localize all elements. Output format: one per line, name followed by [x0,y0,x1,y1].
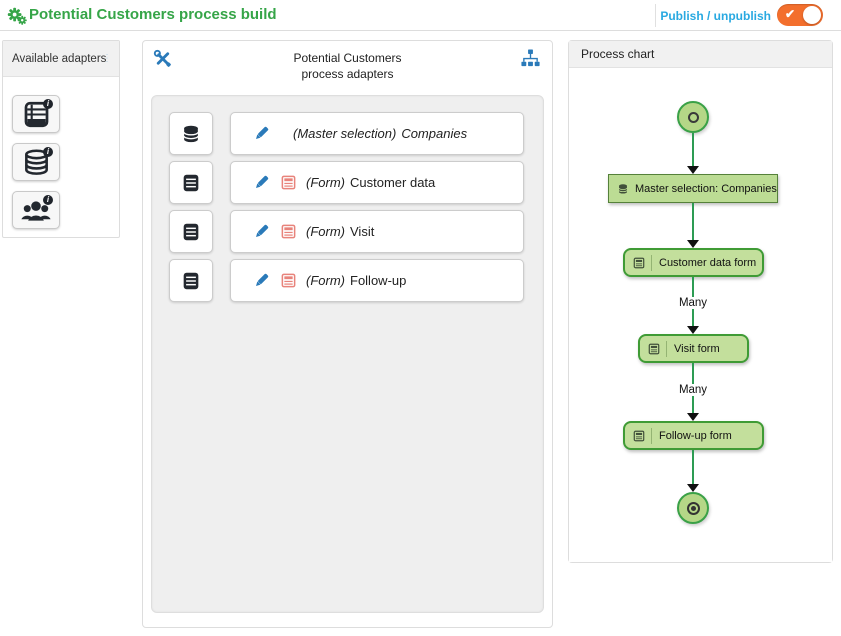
adapter-list-container: (Master selection) Companies [151,95,544,613]
arrowhead-icon [687,413,699,421]
database-icon [24,148,48,175]
end-ring-icon [686,501,700,515]
form-icon [280,174,297,191]
adapter-button-users[interactable]: i [12,191,60,229]
adapter-source-button-follow-up[interactable] [169,259,213,302]
process-chart-canvas: Master selection: Companies Customer dat… [569,68,832,562]
top-bar: Potential Customers process build Publis… [0,0,841,31]
process-adapters-title: Potential Customers process adapters [143,50,552,82]
arrowhead-icon [687,326,699,334]
check-icon: ✔ [785,7,796,21]
page-title: Potential Customers process build [29,6,277,23]
adapter-row-companies[interactable]: (Master selection) Companies [230,112,524,155]
divider [666,340,667,357]
adapter-name-label: Customer data [350,175,436,190]
tools-icon[interactable] [153,49,172,73]
info-badge-icon: i [43,147,53,157]
flow-node-master-selection[interactable]: Master selection: Companies [608,174,778,203]
start-ring-icon [687,111,699,123]
flow-node-label: Follow-up form [659,429,732,442]
adapter-name-label: Visit [350,224,375,239]
adapter-type-label: (Master selection) [293,126,397,141]
arrowhead-icon [687,484,699,492]
adapter-row-follow-up[interactable]: (Form) Follow-up [230,259,524,302]
flow-node-label: Master selection: Companies [635,182,777,195]
process-chart-title: Process chart [581,47,655,61]
edge-cardinality-label: Many [673,297,713,309]
flow-node-follow-up-form[interactable]: Follow-up form [623,421,764,450]
adapter-name-label: Follow-up [350,273,407,288]
flow-start-node[interactable] [677,101,709,133]
publish-unpublish-link[interactable]: Publish / unpublish [660,9,771,23]
divider [651,254,652,271]
table-icon [24,101,48,127]
flow-edge [692,203,694,246]
database-mini-icon [617,183,629,195]
cogs-icon [7,7,27,30]
toggle-knob[interactable] [803,6,821,24]
flow-node-label: Customer data form [659,256,757,269]
flow-end-node[interactable] [677,492,709,524]
edit-pencil-icon[interactable] [253,125,270,142]
adapter-source-button-companies[interactable] [169,112,213,155]
publish-toggle[interactable]: ✔ [777,4,823,26]
sitemap-icon[interactable] [521,49,540,72]
form-mini-icon [633,257,645,269]
available-adapters-header: Available adapters ⋮ [3,41,119,77]
adapter-source-button-customer-data[interactable] [169,161,213,204]
adapter-row-visit[interactable]: (Form) Visit [230,210,524,253]
flow-edge [692,133,694,172]
adapter-type-label: (Form) [306,224,345,239]
available-adapters-title: Available adapters [12,53,107,65]
form-icon [280,223,297,240]
form-icon [280,272,297,289]
flow-node-customer-data-form[interactable]: Customer data form [623,248,764,277]
process-adapters-title-line1: Potential Customers [293,51,402,65]
info-badge-icon: i [43,195,53,205]
process-chart-panel: Process chart Master selection: Companie… [568,40,833,563]
divider [651,427,652,444]
process-chart-header: Process chart [569,41,832,68]
adapter-button-table[interactable]: i [12,95,60,133]
adapter-type-label: (Form) [306,175,345,190]
users-icon [21,200,51,221]
adapter-row-customer-data[interactable]: (Form) Customer data [230,161,524,204]
form-mini-icon [648,343,660,355]
edit-pencil-icon[interactable] [253,223,270,240]
process-adapters-title-line2: process adapters [301,67,394,81]
adapter-type-label: (Form) [306,273,345,288]
edge-cardinality-label: Many [673,384,713,396]
table-small-icon [183,272,199,289]
arrowhead-icon [687,166,699,174]
info-badge-icon: i [43,99,53,109]
adapter-button-database[interactable]: i [12,143,60,181]
arrowhead-icon [687,240,699,248]
table-small-icon [183,223,199,240]
adapter-source-button-visit[interactable] [169,210,213,253]
table-small-icon [183,174,199,191]
flow-edge [692,450,694,490]
form-mini-icon [633,430,645,442]
edit-pencil-icon[interactable] [253,174,270,191]
ellipsis-icon: ⋮ [102,53,112,64]
edit-pencil-icon[interactable] [253,272,270,289]
process-adapters-header: Potential Customers process adapters [143,41,552,95]
flow-node-label: Visit form [674,342,720,355]
process-adapters-panel: Potential Customers process adapters [142,40,553,628]
flow-node-visit-form[interactable]: Visit form [638,334,749,363]
adapter-name-label: Companies [401,126,468,141]
divider [655,4,656,27]
available-adapters-panel: Available adapters ⋮ i i [2,40,120,238]
database-small-icon [183,125,199,142]
